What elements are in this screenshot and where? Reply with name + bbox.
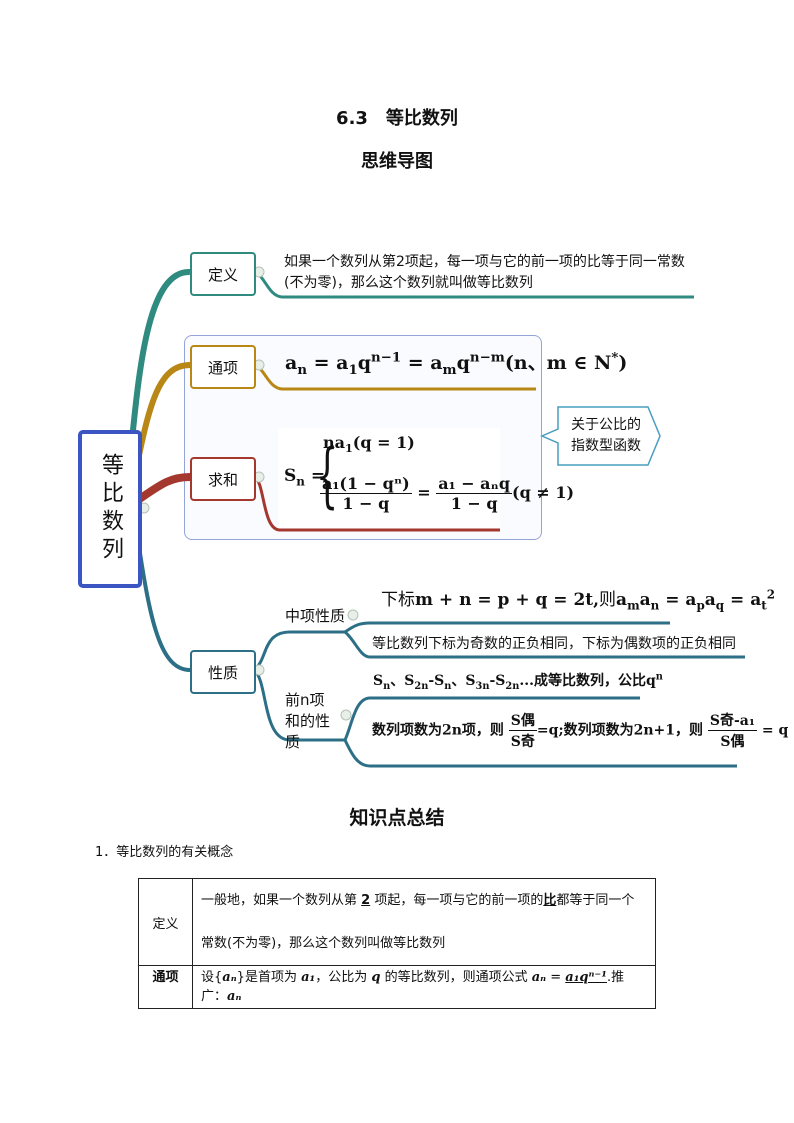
table-row: 定义 一般地，如果一个数列从第 2 项起，每一项与它的前一项的比都等于同一个常数… <box>138 878 656 966</box>
partial-upper-line <box>343 696 640 741</box>
branch-definition <box>129 268 191 441</box>
table-row: 通项 设{aₙ}是首项为 a₁，公比为 q 的等比数列，则通项公式 aₙ = a… <box>138 965 656 1009</box>
section-heading: 1．等比数列的有关概念 <box>95 845 234 860</box>
node-definition[interactable]: 定义 <box>190 252 256 296</box>
node-properties-label: 性质 <box>207 663 238 682</box>
row-text-general-term: 设{aₙ}是首项为 a₁，公比为 q 的等比数列，则通项公式 aₙ = a₁qⁿ… <box>192 965 656 1009</box>
row-label-definition: 定义 <box>138 878 193 966</box>
partial-sum-label: 前n项和的性质 <box>285 691 331 751</box>
collapse-handle-middle <box>347 609 359 621</box>
definition-text: 如果一个数列从第2项起，每一项与它的前一项的比等于同一常数(不为零)，那么这个数… <box>284 254 685 291</box>
row-text-definition: 一般地，如果一个数列从第 2 项起，每一项与它的前一项的比都等于同一个常数(不为… <box>192 878 656 966</box>
general-term-formula: an = a1qn−1 = amqn−m(n、m ∈ N*) <box>285 350 628 378</box>
node-sum-label: 求和 <box>207 470 238 489</box>
root-node[interactable]: 等比数列 <box>78 430 142 588</box>
mindmap-connectors <box>129 266 745 768</box>
sum-formula-lhs: Sn = <box>284 466 326 489</box>
node-general-term-label: 通项 <box>207 358 238 377</box>
partial-lower-line <box>343 739 737 768</box>
middle-term-note: 等比数列下标为奇数的正负相同，下标为偶数项的正负相同 <box>372 636 736 652</box>
node-properties[interactable]: 性质 <box>190 650 256 694</box>
root-node-label: 等比数列 <box>98 453 123 565</box>
partial-sum-line1: Sn、S2n-Sn、S3n-S2n...成等比数列，公比qn <box>373 671 663 692</box>
middle-term-formula: 下标m + n = p + q = 2t,则aman = apaq = at2 <box>381 587 775 613</box>
middle-upper-line <box>344 621 670 634</box>
collapse-handle-partial <box>340 709 352 721</box>
row-label-general-term: 通项 <box>138 965 193 1009</box>
sum-formula-case1: na1(q = 1) <box>323 433 415 456</box>
callout-text: 关于公比的 指数型函数 <box>571 417 641 454</box>
branch-general-term <box>133 362 191 471</box>
sum-formula-brace: { <box>316 434 339 516</box>
sum-formula-background <box>278 428 500 528</box>
branch-sum <box>135 473 191 504</box>
properties-to-middle <box>252 630 345 672</box>
node-general-term[interactable]: 通项 <box>190 345 256 389</box>
middle-lower-line <box>343 630 745 659</box>
node-sum[interactable]: 求和 <box>190 457 256 501</box>
node-definition-label: 定义 <box>207 265 238 284</box>
properties-to-partial <box>252 668 345 742</box>
document-title: 6.3 等比数列 <box>336 108 458 129</box>
callout-shape <box>540 406 661 466</box>
middle-term-label: 中项性质 <box>285 607 346 625</box>
branch-properties <box>136 539 191 672</box>
summary-title: 知识点总结 <box>349 807 445 829</box>
mindmap-heading: 思维导图 <box>361 151 433 172</box>
concept-table: 定义 一般地，如果一个数列从第 2 项起，每一项与它的前一项的比都等于同一个常数… <box>138 878 656 1009</box>
